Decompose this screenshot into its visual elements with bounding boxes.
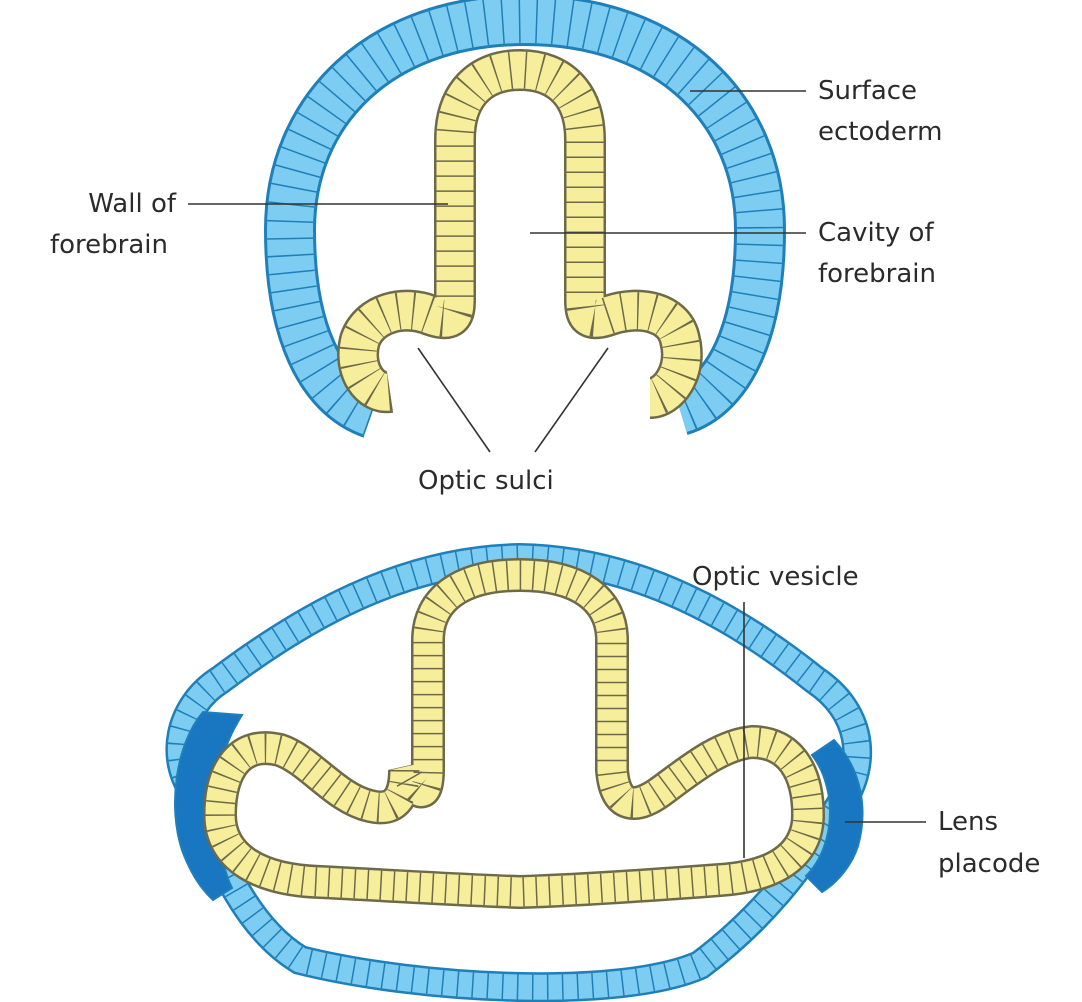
surface-ectoderm-label-line1: Surface xyxy=(818,76,917,106)
upper-forebrain-wall xyxy=(358,70,682,398)
wall-of-forebrain-label-line2: forebrain xyxy=(50,230,168,260)
surface-ectoderm-label-line2: ectoderm xyxy=(818,117,942,147)
wall-of-forebrain-label-line1: Wall of xyxy=(88,189,177,219)
lower-surface-ectoderm xyxy=(180,558,857,987)
upper-wall-band xyxy=(358,70,682,398)
cavity-of-forebrain-label-line2: forebrain xyxy=(818,259,936,289)
lens-placode-label-line2: placode xyxy=(938,849,1040,879)
upper-wall-outer-edge xyxy=(358,70,682,398)
lower-figure: Optic vesicle Lens placode xyxy=(175,558,1040,987)
upper-figure: Surface ectoderm Wall of forebrain Cavit… xyxy=(50,20,942,496)
optic-sulci-label: Optic sulci xyxy=(418,466,554,496)
optic-sulci-leader-left xyxy=(418,348,490,452)
optic-vesicle-label: Optic vesicle xyxy=(692,562,859,592)
cavity-of-forebrain-label-line1: Cavity of xyxy=(818,218,934,248)
optic-sulci-leader-right xyxy=(535,348,608,452)
upper-wall-cell-dividers xyxy=(358,70,682,398)
lens-placode-label-line1: Lens xyxy=(938,807,998,837)
